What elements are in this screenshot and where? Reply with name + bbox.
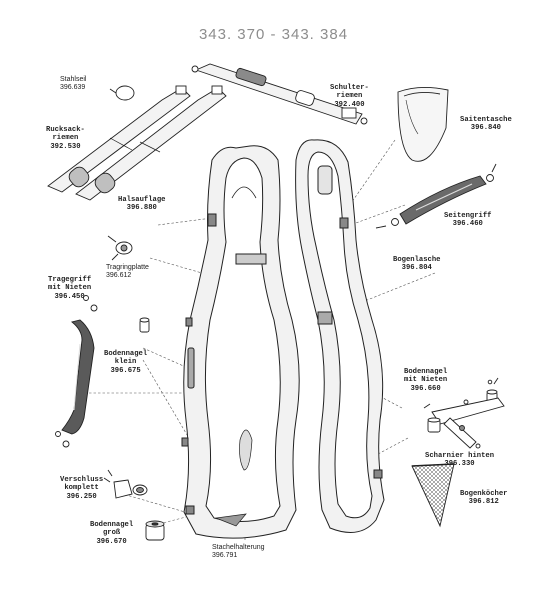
shoulder-strap: [191, 63, 368, 125]
backpack-straps: [47, 85, 227, 201]
steel-cable: [109, 85, 135, 101]
rear-hinge: [423, 397, 505, 449]
cello-case: [181, 139, 385, 539]
small-foot: [139, 317, 150, 333]
side-handle: [375, 163, 497, 229]
large-foot: [145, 520, 165, 541]
page-title: 343. 370 - 343. 384: [198, 26, 349, 43]
latch: [103, 469, 148, 499]
string-pocket: [397, 87, 449, 162]
bow-quiver: [411, 463, 455, 528]
carry-ring-plate: [107, 235, 133, 261]
carry-handle: [55, 295, 98, 448]
